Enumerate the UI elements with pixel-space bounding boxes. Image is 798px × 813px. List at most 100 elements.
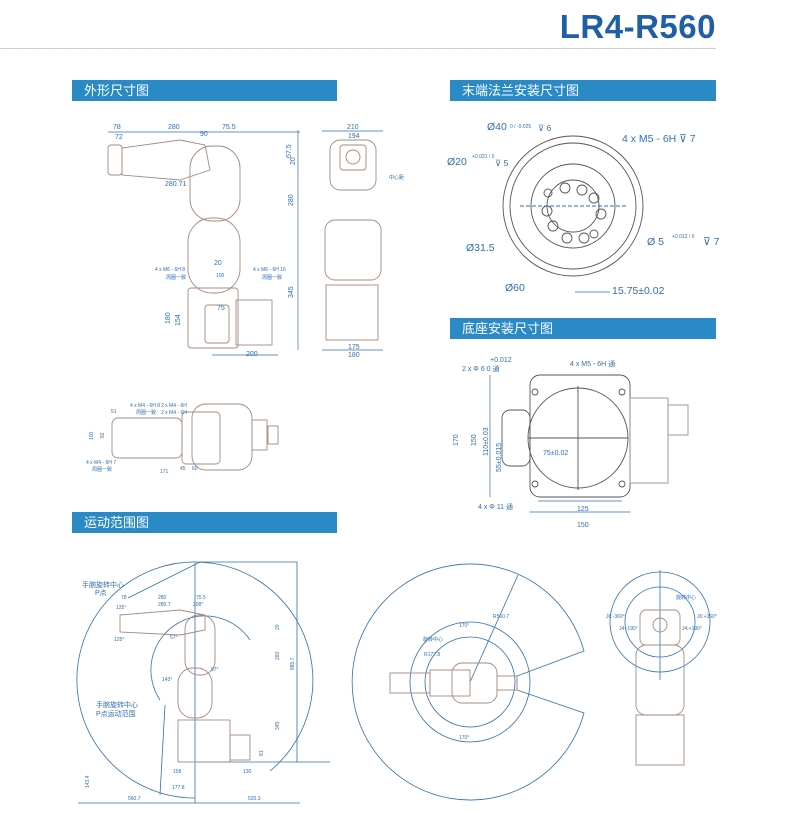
- dim-label: 45: [180, 466, 186, 472]
- section-motion-header: 运动范围图: [72, 512, 337, 533]
- dim-label: 4 x M6 - 6H 8: [155, 267, 186, 273]
- robot-outline-side: [107, 139, 273, 349]
- flange-drawing: [502, 135, 644, 277]
- motion-label: P点: [95, 590, 107, 597]
- motion-label: 130: [243, 769, 252, 775]
- dim-label: 周圈一致: [136, 410, 157, 416]
- motion-label: 手腕旋转中心: [82, 582, 124, 589]
- motion-label: 158: [173, 769, 182, 775]
- flange-d40: Ø40: [487, 121, 507, 133]
- motion-label: 143°: [162, 677, 173, 683]
- flange-d20-depth: ⊽ 5: [495, 158, 509, 168]
- dim-label: 280: [168, 124, 180, 131]
- header-divider: [0, 48, 716, 49]
- dim-label: 78: [113, 124, 121, 131]
- motion-label: P点运动范围: [96, 711, 136, 718]
- dim-label: 171: [160, 469, 169, 475]
- motion-top-label: 170°: [459, 623, 470, 629]
- dim-label: 51: [111, 409, 117, 415]
- robot-motion-side: [119, 609, 251, 763]
- flange-d5-depth: ⊽ 7: [703, 236, 720, 248]
- dim-label: 180: [165, 312, 172, 324]
- motion-label: 75.5: [196, 595, 206, 601]
- dim-label: 4 x M6 - 6H 16: [253, 267, 286, 273]
- base-w125: 125: [577, 506, 589, 513]
- robot-outline-front: [324, 139, 382, 341]
- dim-label: 280: [288, 194, 295, 206]
- dim-label: 周圈一致: [92, 467, 113, 473]
- section-base-header: 底座安装尺寸图: [450, 318, 716, 339]
- motion-range-top: [351, 563, 585, 801]
- dim-label: 72: [115, 134, 123, 141]
- flange-m5: 4 x M5 - 6H ⊽ 7: [622, 133, 696, 145]
- flange-d40-depth: ⊽ 6: [538, 123, 552, 133]
- motion-label: 520.3: [248, 796, 261, 802]
- flange-d5: Ø 5: [647, 236, 664, 248]
- flange-d60: Ø60: [505, 282, 525, 294]
- flange-offset: 15.75±0.02: [612, 285, 665, 297]
- dim-label: 75.5: [222, 124, 236, 131]
- motion-front-label: J4:-190°: [619, 626, 638, 632]
- dim-label: 60: [192, 466, 198, 472]
- motion-range-front: [609, 570, 711, 680]
- dim-label: 154: [175, 314, 182, 326]
- dim-label: 20: [290, 157, 297, 165]
- robot-motion-top: [389, 662, 518, 704]
- motion-label: 177.8: [172, 785, 185, 791]
- dim-label: 20: [214, 260, 222, 267]
- motion-front-label: J4:+190°: [682, 626, 702, 632]
- motion-label: 125°: [116, 605, 127, 611]
- dim-label: 210: [347, 124, 359, 131]
- flange-d5-tol: +0.012 / 0: [672, 234, 695, 240]
- dim-label: 100: [216, 273, 225, 279]
- motion-label: 560.7: [128, 796, 141, 802]
- motion-label: 280.7: [158, 602, 171, 608]
- dim-label: 2 x M4 - 6H: [161, 410, 187, 416]
- motion-top-label: 170°: [459, 735, 470, 741]
- motion-label: 208°: [193, 602, 204, 608]
- base-holes: 4 x Φ 11 通: [478, 504, 514, 511]
- dim-label: 4 x M4 - 6H 8: [130, 403, 161, 409]
- dim-label: 67.5: [286, 144, 293, 158]
- motion-top-label: R177.8: [424, 652, 441, 658]
- motion-label: 125°: [114, 637, 125, 643]
- page-title: LR4-R560: [559, 8, 716, 45]
- motion-range-side: [76, 561, 330, 804]
- base-w75: 75±0.02: [543, 450, 569, 457]
- base-pin: 2 x Φ 6 0 通: [462, 366, 500, 373]
- dim-label: 280.71: [165, 181, 187, 188]
- motion-label: 345: [275, 721, 281, 730]
- motion-top-label: 旋转中心: [423, 637, 444, 643]
- motion-label: 280: [158, 595, 167, 601]
- dim-label: 周圈一致: [166, 275, 187, 281]
- section-outline-header: 外形尺寸图: [72, 80, 337, 101]
- base-drawing: [501, 374, 689, 498]
- base-m5: 4 x M5 - 6H 通: [570, 361, 616, 368]
- motion-label: 20: [275, 624, 281, 630]
- motion-label: 手腕旋转中心: [96, 702, 138, 709]
- dim-label: 175: [348, 344, 360, 351]
- motion-label: 143.4: [85, 775, 91, 788]
- dimension-lines: [108, 130, 630, 513]
- flange-d31-5: Ø31.5: [466, 242, 495, 254]
- dim-label: 2 x M4 - 6H: [161, 403, 187, 409]
- motion-label: 260: [275, 651, 281, 660]
- motion-label: 87°: [211, 667, 219, 673]
- flange-d20: Ø20: [447, 156, 467, 168]
- dim-label: 90: [200, 131, 208, 138]
- dim-label: 75: [217, 305, 225, 312]
- dim-label: 82: [100, 432, 106, 438]
- dim-label: 100: [89, 431, 95, 440]
- dim-label: 180: [348, 352, 360, 359]
- robot-motion-front: [635, 609, 685, 766]
- base-h110: 110±0.03: [483, 427, 490, 456]
- motion-front-label: J6:-360°: [606, 614, 625, 620]
- dim-label: 中心距: [389, 175, 405, 181]
- motion-label: 57°: [170, 635, 178, 641]
- base-pin-tol: +0.012: [490, 357, 512, 364]
- flange-d40-tol: 0 / -0.025: [510, 124, 532, 130]
- motion-label: 81: [259, 750, 265, 756]
- dim-label: 4 x M4 - 6H 7: [86, 460, 117, 466]
